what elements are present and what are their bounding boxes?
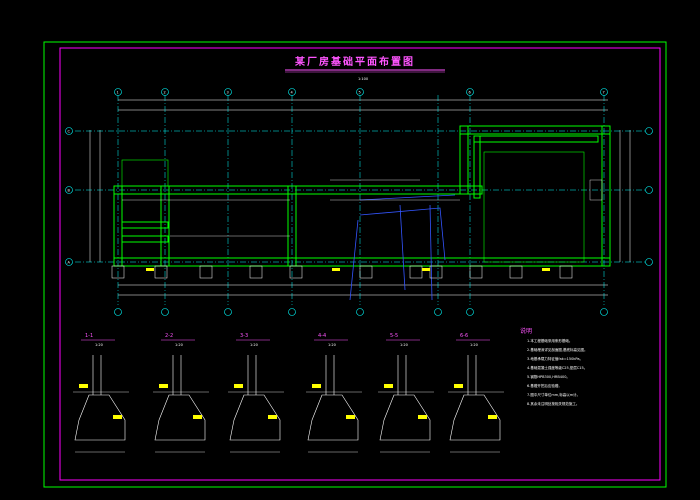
section-detail: 4-41:20 — [306, 333, 362, 453]
inner-frame — [59, 47, 661, 481]
section-details: 1-11:202-21:203-31:204-41:205-51:206-61:… — [73, 333, 504, 453]
section-detail: 5-51:20 — [378, 333, 434, 453]
note-line: 7.图中尺寸单位mm,标高以m计。 — [527, 392, 580, 397]
axis-left-label: B — [68, 189, 71, 193]
section-scale: 1:20 — [400, 343, 408, 347]
note-line: 6.基槽开挖后应验槽。 — [527, 383, 562, 388]
axis-top-label: 4 — [291, 91, 294, 95]
section-label: 3-3 — [240, 333, 248, 339]
section-detail: 2-21:20 — [153, 333, 209, 453]
section-detail: 6-61:20 — [448, 333, 504, 453]
axis-top-label: 2 — [164, 91, 166, 95]
axis-top-label: 7 — [603, 91, 605, 95]
section-scale: 1:20 — [175, 343, 183, 347]
section-scale: 1:20 — [470, 343, 478, 347]
note-line: 3.地基承载力特征值fak=150kPa。 — [527, 356, 583, 361]
axis-left-label: A — [68, 261, 71, 265]
axis-top-label: 5 — [359, 91, 361, 95]
section-detail: 1-11:20 — [73, 333, 129, 453]
axis-bubbles-side: C B A — [65, 127, 653, 266]
note-line: 1.本工程基础采用条形基础。 — [527, 338, 572, 343]
section-label: 5-5 — [390, 333, 398, 339]
note-line: 2.基础埋深详见剖面图,基底标高见图。 — [527, 347, 587, 352]
section-label: 2-2 — [165, 333, 173, 339]
foundation-plan: 1 2 3 4 5 6 7 C — [65, 88, 653, 316]
section-scale: 1:20 — [328, 343, 336, 347]
drawing-scale: 1:100 — [358, 77, 368, 81]
axis-bubbles-top: 1 2 3 4 5 6 7 — [114, 88, 608, 96]
note-line: 8.其余未注明处按相关规范施工。 — [527, 401, 579, 406]
notes-heading: 说明 — [520, 327, 532, 335]
note-line: 5.钢筋HPB300,HRB400。 — [527, 374, 570, 379]
section-label: 4-4 — [318, 333, 326, 339]
note-line: 4.基础混凝土强度等级C25,垫层C15。 — [527, 365, 587, 370]
axis-top-label: 3 — [227, 91, 229, 95]
outer-frame — [43, 41, 667, 488]
section-scale: 1:20 — [95, 343, 103, 347]
axis-top-label: 6 — [469, 91, 471, 95]
drawing-title: 某厂房基础平面布置图 — [295, 55, 415, 68]
section-detail: 3-31:20 — [228, 333, 284, 453]
section-scale: 1:20 — [250, 343, 258, 347]
section-label: 6-6 — [460, 333, 468, 339]
axis-top-label: 1 — [117, 91, 119, 95]
axis-bubbles-bottom — [114, 308, 608, 316]
section-label: 1-1 — [85, 333, 93, 339]
notes-block: 说明 1.本工程基础采用条形基础。 2.基础埋深详见剖面图,基底标高见图。 3.… — [520, 327, 587, 406]
axis-left-label: C — [68, 130, 71, 134]
